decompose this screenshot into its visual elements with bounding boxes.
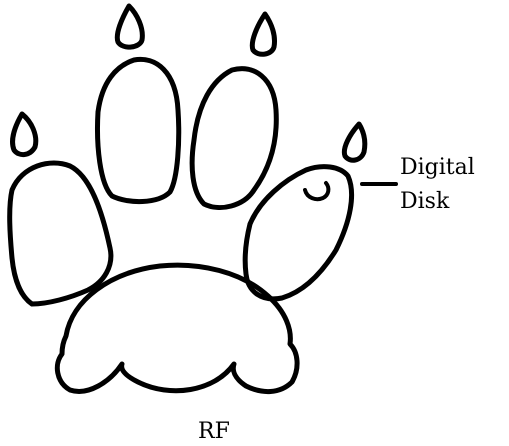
toe-pad-inner-right [189, 66, 279, 210]
main-pad [54, 262, 300, 394]
paw-id-label: RF [198, 419, 230, 444]
toe-pad-outer-right [242, 164, 355, 302]
toe-pad-inner-left [95, 56, 182, 205]
claw-mark-left [10, 111, 39, 157]
claw-mark-inner-left [114, 3, 145, 50]
claw-mark-right [341, 121, 368, 163]
toe-pad-outer-left [7, 160, 114, 307]
claw-mark-inner-right [249, 11, 277, 57]
digital-disk-mark [303, 181, 331, 202]
digital-disk-label-line2: Disk [400, 189, 450, 214]
digital-disk-label-line1: Digital [400, 155, 475, 180]
